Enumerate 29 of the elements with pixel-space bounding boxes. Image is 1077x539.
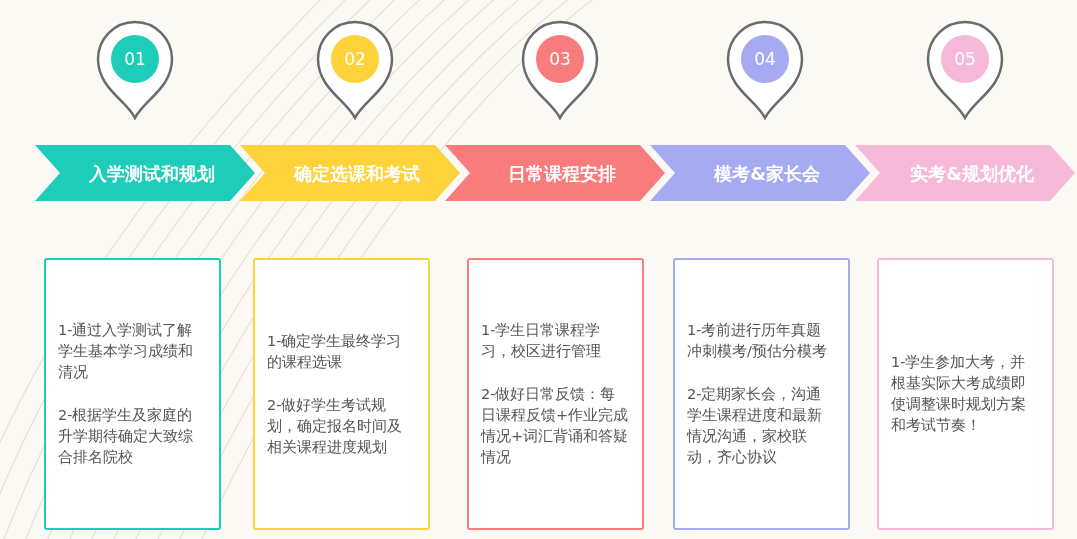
step-description: 2-做好日常反馈：每日课程反馈+作业完成情况+词汇背诵和答疑情况 <box>481 385 630 467</box>
content-card <box>44 258 221 530</box>
chevron-banner <box>240 145 460 201</box>
chevron-banner <box>855 145 1075 201</box>
chevron-banner <box>35 145 255 201</box>
step-number: 02 <box>343 48 367 70</box>
step-title: 模考&家长会 <box>712 161 820 186</box>
step-description: 1-通过入学测试了解学生基本学习成绩和清况 <box>58 321 194 382</box>
content-card <box>673 258 850 530</box>
step-title: 入学测试和规划 <box>88 161 215 186</box>
content-card <box>253 258 430 530</box>
step-title: 实考&规划优化 <box>909 161 1034 186</box>
step-title: 确定选课和考试 <box>292 161 420 186</box>
content-card <box>467 258 644 530</box>
chevron-banner <box>445 145 665 201</box>
step-description: 2-定期家长会，沟通学生课程进度和最新情况沟通，家校联动，齐心协议 <box>687 385 823 467</box>
step-description: 2-根据学生及家庭的升学期待确定大致综合排名院校 <box>58 406 194 467</box>
step-number: 04 <box>753 48 777 70</box>
step-description: 1-学生日常课程学习，校区进行管理 <box>481 321 602 361</box>
content-card <box>877 258 1054 530</box>
step-title: 日常课程安排 <box>507 161 616 186</box>
step-description: 1-考前进行历年真题冲刺模考/预估分模考 <box>687 321 828 361</box>
step-number: 01 <box>123 48 147 70</box>
step-number: 05 <box>953 48 977 70</box>
step-number: 03 <box>548 48 572 70</box>
step-description: 2-做好学生考试规划，确定报名时间及相关课程进度规划 <box>267 395 403 457</box>
chevron-banner <box>650 145 870 201</box>
step-description: 1-学生参加大考，并根基实际大考成绩即使调整课时规划方案和考试节奏！ <box>891 353 1027 435</box>
step-description: 1-确定学生最终学习的课程选课 <box>267 331 403 372</box>
